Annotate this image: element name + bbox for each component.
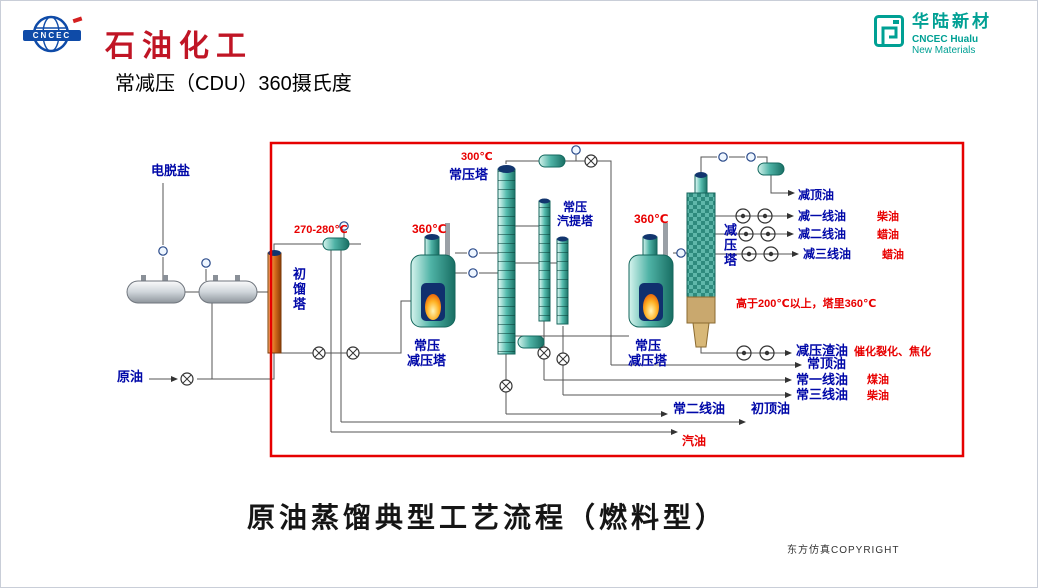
copyright-text: 东方仿真COPYRIGHT <box>787 545 900 556</box>
label-temp-360-left: 360℃ <box>412 222 447 236</box>
label-atm-line1-product: 煤油 <box>867 374 889 386</box>
pumps <box>180 154 598 393</box>
desalter-drums <box>126 275 258 304</box>
cncec-globe-icon <box>23 15 83 53</box>
hualu-subname-en: New Materials <box>912 44 976 56</box>
vacuum-furnace <box>628 223 674 328</box>
label-vac-residue: 减压渣油 <box>796 343 849 358</box>
label-vacuum-tower: 减压塔 <box>721 223 737 268</box>
diagram-caption: 原油蒸馏典型工艺流程（燃料型） <box>247 501 728 534</box>
brand-left-title: 石油化工 <box>105 29 253 64</box>
atmospheric-furnace <box>410 223 456 328</box>
label-furnace-left-line1: 常压 <box>414 338 441 353</box>
slide-title: 常减压（CDU）360摄氏度 <box>115 73 352 95</box>
label-crude-oil: 原油 <box>117 369 144 384</box>
label-initial-tower: 初馏塔 <box>290 267 306 312</box>
label-atm-line1-oil: 常一线油 <box>796 372 849 387</box>
hualu-icon <box>874 15 904 47</box>
hualu-name-en: CNCEC Hualu <box>912 33 979 45</box>
label-atm-line3-oil: 常三线油 <box>796 387 849 402</box>
red-highlight-box <box>269 141 965 458</box>
vacuum-tower <box>686 172 716 348</box>
label-atm-tower: 常压塔 <box>449 167 489 182</box>
label-vac-line3-product: 蜡油 <box>882 249 904 261</box>
label-vac-residue-dest: 催化裂化、焦化 <box>854 346 931 358</box>
label-furnace-right-line2: 减压塔 <box>628 353 668 368</box>
label-furnace-left-line2: 减压塔 <box>407 353 447 368</box>
label-desalter: 电脱盐 <box>151 163 191 178</box>
hualu-name-cn: 华陆新材 <box>912 12 992 31</box>
atmospheric-tower <box>497 165 516 355</box>
label-vac-line2-oil: 减二线油 <box>798 227 847 241</box>
label-vac-top-oil: 减顶油 <box>798 188 835 202</box>
label-note-high-temp: 高于200℃以上，塔里360℃ <box>736 298 877 310</box>
label-atm-line2-oil: 常二线油 <box>673 401 726 416</box>
label-atm-line3-product: 柴油 <box>867 390 889 402</box>
label-atm-top-oil: 常顶油 <box>807 356 847 371</box>
hualu-logo: 华陆新材 CNCEC Hualu New Materials <box>873 12 992 56</box>
label-temp-360-right: 360℃ <box>634 212 669 226</box>
cncec-logo-text: CNCEC <box>32 31 72 40</box>
label-vac-line3-oil: 减三线油 <box>803 247 852 261</box>
label-temp-270-280: 270-280℃ <box>294 224 348 236</box>
stripper-columns <box>538 198 569 325</box>
label-gasoline: 汽油 <box>682 434 707 448</box>
label-vac-line2-product: 蜡油 <box>877 229 899 241</box>
label-furnace-right-line1: 常压 <box>635 338 662 353</box>
label-initial-top-oil: 初顶油 <box>751 401 791 416</box>
heat-exchangers <box>735 208 779 361</box>
hualu-text-block: 华陆新材 CNCEC Hualu New Materials <box>912 12 992 56</box>
label-temp-300: 300℃ <box>461 151 493 163</box>
label-atm-stripper-line1: 常压 <box>563 200 588 214</box>
cncec-logo: CNCEC <box>21 11 101 59</box>
label-atm-stripper-line2: 汽提塔 <box>557 214 594 228</box>
label-vac-line1-product: 柴油 <box>877 211 899 223</box>
label-vac-line1-oil: 减一线油 <box>798 209 847 223</box>
